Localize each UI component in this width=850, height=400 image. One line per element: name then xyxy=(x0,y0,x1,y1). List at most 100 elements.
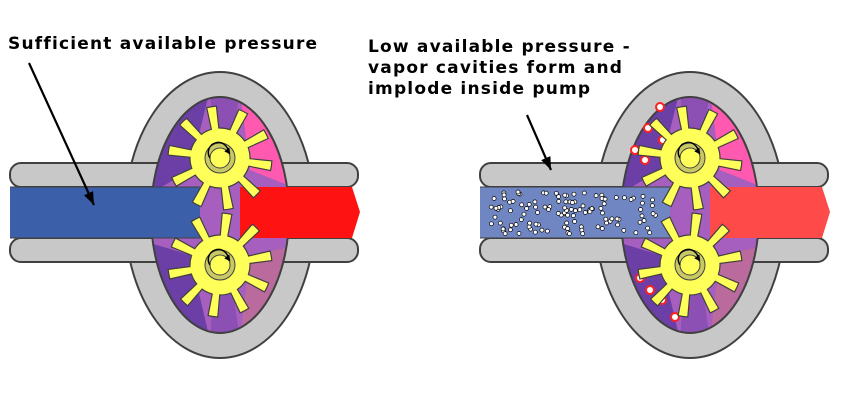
vapor-bubble xyxy=(518,217,524,222)
vapor-bubble xyxy=(489,221,494,227)
caption-low-pressure-line-2: vapor cavities form and xyxy=(368,58,624,78)
vapor-bubble xyxy=(573,208,578,213)
vapor-bubble xyxy=(545,228,550,234)
vapor-bubble xyxy=(533,221,539,227)
vapor-bubble xyxy=(516,231,522,236)
vapor-bubble xyxy=(633,230,639,236)
vapor-bubble xyxy=(645,225,650,231)
vapor-bubble xyxy=(555,211,561,216)
vapor-bubble xyxy=(539,227,545,233)
inlet-fluid xyxy=(10,187,200,238)
vapor-bubble xyxy=(650,203,655,208)
vapor-bubble xyxy=(562,205,568,211)
caption-sufficient-pressure: Sufficient available pressure xyxy=(8,34,319,54)
gear-top xyxy=(167,105,273,211)
vapor-bubble xyxy=(580,231,586,236)
vapor-bubble xyxy=(613,195,619,200)
vapor-bubble xyxy=(571,213,576,218)
vapor-bubble xyxy=(568,207,574,212)
vapor-bubble xyxy=(571,191,577,197)
vapor-bubble xyxy=(638,207,643,212)
vapor-bubble xyxy=(565,212,570,218)
vapor-bubble xyxy=(564,220,570,226)
vapor-bubble xyxy=(580,203,586,209)
outlet-fluid xyxy=(710,187,830,238)
vapor-bubble xyxy=(639,213,645,219)
vapor-bubble xyxy=(524,206,529,211)
vapor-bubble xyxy=(593,193,599,198)
vapor-bubble xyxy=(526,224,532,230)
rotation-arrow-head-icon xyxy=(224,254,231,262)
vapor-bubble xyxy=(637,219,643,225)
vapor-bubble xyxy=(577,207,583,213)
vapor-bubble xyxy=(510,199,516,204)
vapor-bubble xyxy=(640,200,645,206)
vapor-bubble xyxy=(546,207,551,212)
pump-low-pressure xyxy=(479,71,830,359)
rotation-arrow-icon xyxy=(677,248,699,266)
pump-sufficient-pressure xyxy=(9,71,360,359)
vapor-bubble xyxy=(647,230,653,236)
vapor-bubble xyxy=(500,226,506,232)
vapor-bubble xyxy=(614,216,620,222)
imploding-bubble xyxy=(670,312,680,322)
caption-low-pressure-line-3: implode inside pump xyxy=(368,79,592,99)
vapor-bubble xyxy=(572,219,577,224)
vapor-bubble xyxy=(521,211,527,217)
vapor-bubble xyxy=(601,201,607,207)
vapor-bubble xyxy=(508,227,513,233)
vapor-bubble xyxy=(491,196,497,201)
vapor-bubble xyxy=(502,196,507,202)
rotation-arrow-head-icon xyxy=(694,147,701,155)
vapor-bubble xyxy=(567,231,572,236)
vapor-bubble xyxy=(582,210,588,215)
vapor-bubble xyxy=(532,199,538,205)
vapor-bubble xyxy=(502,231,508,236)
rotation-arrow-icon xyxy=(677,141,699,159)
rotation-arrow-icon xyxy=(207,248,229,266)
vapor-bubble xyxy=(527,220,532,226)
imploding-bubble xyxy=(645,285,655,295)
vapor-bubble xyxy=(542,204,548,210)
vapor-bubble xyxy=(641,218,647,223)
vapor-bubble xyxy=(600,210,605,216)
vapor-bubble xyxy=(533,204,538,210)
vapor-bubble xyxy=(562,192,568,198)
outlet-fluid xyxy=(240,187,360,238)
vapor-bubble xyxy=(543,190,549,196)
gear-top xyxy=(637,105,743,211)
vapor-bubble xyxy=(603,216,609,222)
rotation-arrow-head-icon xyxy=(694,254,701,262)
vapor-bubble xyxy=(581,190,587,196)
gear-bottom xyxy=(167,212,273,318)
vapor-bubble xyxy=(621,228,627,233)
caption-low-pressure: Low available pressure - vapor cavities … xyxy=(368,37,631,100)
vapor-bubble xyxy=(650,197,655,203)
vapor-bubble xyxy=(515,189,521,195)
vapor-bubble xyxy=(602,196,608,202)
vapor-bubble xyxy=(589,206,595,211)
vapor-bubble xyxy=(595,224,601,230)
vapor-bubble xyxy=(497,220,503,226)
vapor-bubble xyxy=(532,229,538,235)
vapor-bubble xyxy=(599,226,605,231)
vapor-bubble xyxy=(501,192,507,198)
vapor-bubble xyxy=(570,200,575,205)
vapor-bubble xyxy=(640,194,646,199)
vapor-bubble xyxy=(488,204,494,210)
vapor-bubble xyxy=(650,211,656,216)
vapor-bubble xyxy=(622,195,627,201)
vapor-bubble xyxy=(615,222,620,228)
vapor-bubble xyxy=(565,226,570,231)
rotation-arrow-icon xyxy=(207,141,229,159)
vapor-bubble xyxy=(526,202,532,207)
vapor-bubble xyxy=(628,197,634,202)
vapor-bubble xyxy=(535,210,540,215)
vapor-bubble xyxy=(519,202,525,208)
rotation-arrow-head-icon xyxy=(224,147,231,155)
pointer-arrow-head xyxy=(84,191,94,205)
imploding-bubble xyxy=(655,102,665,112)
pointer-arrow-head xyxy=(541,156,551,170)
